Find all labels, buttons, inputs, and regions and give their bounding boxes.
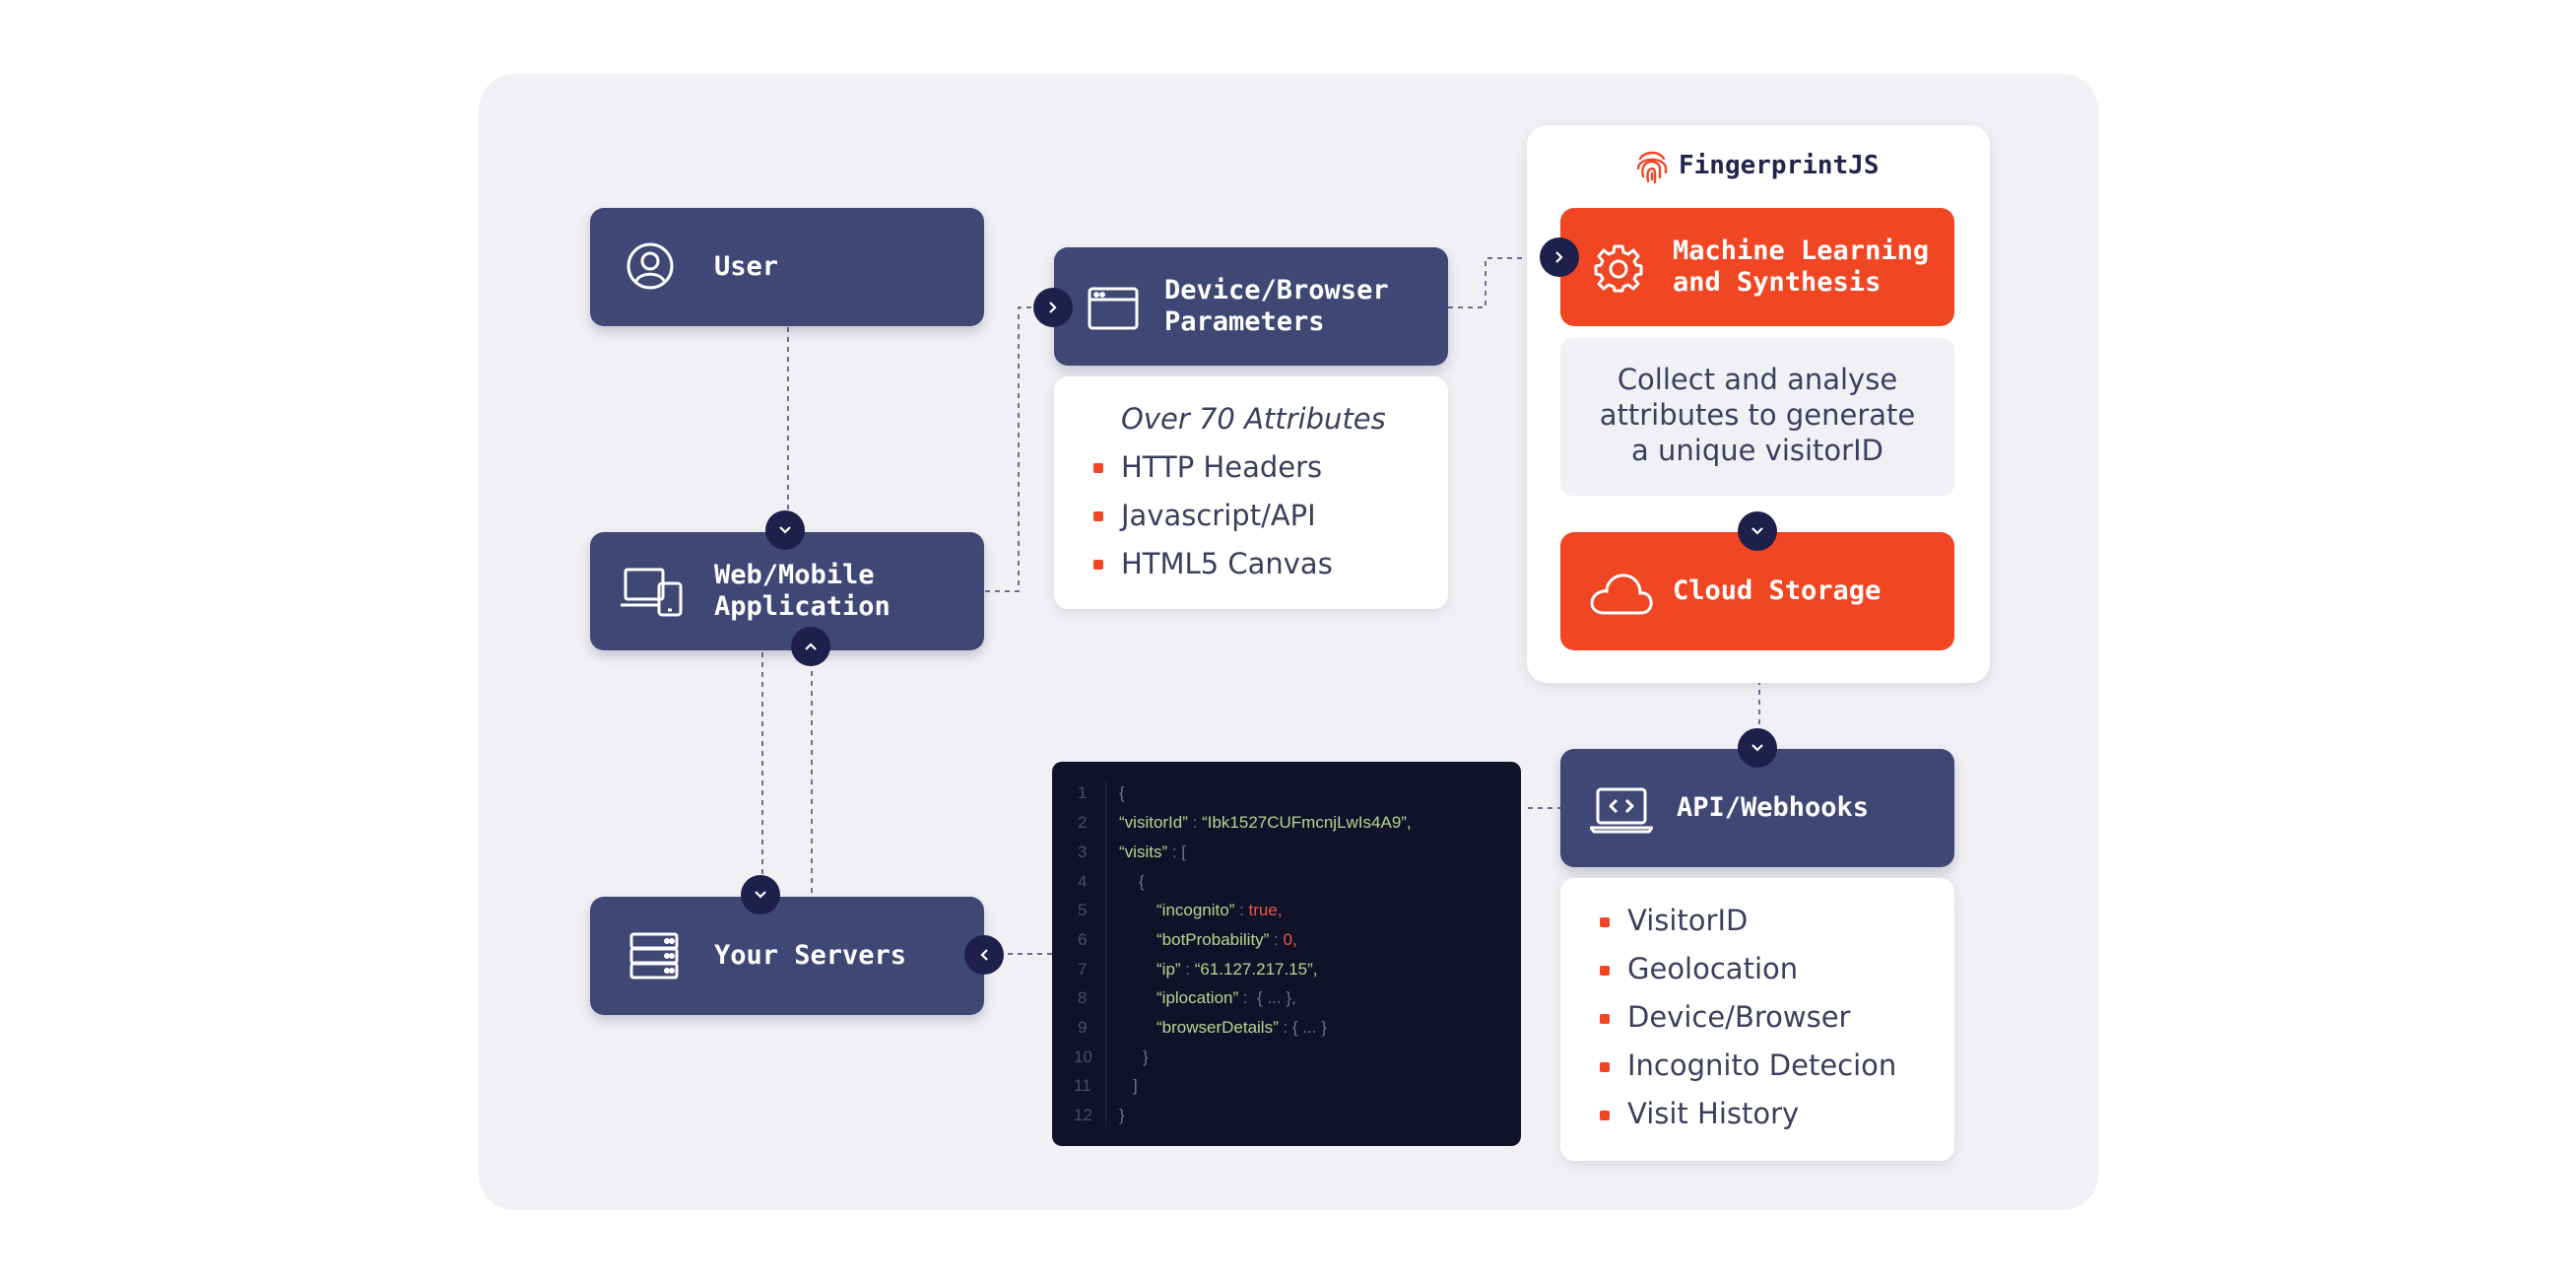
line-number: 10: [1074, 1047, 1092, 1066]
code-line-ip: “ip” : “61.127.217.15”,: [1156, 960, 1318, 980]
code-value: : [: [1167, 843, 1187, 861]
user-node: User: [590, 208, 984, 326]
line-number: 7: [1078, 960, 1088, 979]
bullet: [1600, 1111, 1610, 1120]
code-colon: :: [1234, 901, 1249, 919]
code-line-browserdetails: “browserDetails” : { ... }: [1156, 1018, 1327, 1038]
line-number: 9: [1078, 1018, 1088, 1037]
attribute-item: Javascript/API: [1121, 499, 1316, 532]
ml-node: Machine Learning and Synthesis: [1560, 208, 1954, 326]
api-output-item: Incognito Detecion: [1627, 1048, 1897, 1082]
user-icon: [626, 241, 675, 295]
server-icon: [629, 932, 679, 983]
chevron-right-icon: [1033, 288, 1073, 327]
code-bracket: ]: [1133, 1076, 1138, 1095]
fingerprint-icon: [1635, 149, 1669, 188]
device-params-label: Device/Browser Parameters: [1164, 275, 1389, 337]
web-app-node: Web/Mobile Application: [590, 532, 984, 650]
cloud-icon: [1590, 572, 1653, 619]
devices-icon: [620, 566, 683, 621]
bullet: [1093, 511, 1103, 521]
user-label: User: [714, 251, 779, 282]
code-key: “browserDetails”: [1156, 1018, 1279, 1037]
code-brace: }: [1143, 1047, 1149, 1066]
code-value: : { ... },: [1238, 988, 1296, 1007]
code-key: “ip”: [1156, 960, 1181, 979]
api-webhooks-label: API/Webhooks: [1677, 792, 1870, 823]
code-key: “iplocation”: [1156, 988, 1239, 1007]
code-line-incognito: “incognito” : true,: [1156, 901, 1283, 920]
bullet: [1600, 1062, 1610, 1072]
chevron-left-icon: [964, 935, 1004, 975]
code-value: “Ibk1527CUFmcnjLwIs4A9”,: [1202, 813, 1412, 832]
brand-name: FingerprintJS: [1679, 151, 1880, 180]
browser-window-icon: [1088, 287, 1139, 334]
ml-description: Collect and analyse attributes to genera…: [1599, 363, 1916, 467]
line-number: 11: [1074, 1076, 1091, 1095]
bullet: [1093, 463, 1103, 473]
code-key: “botProbability”: [1156, 930, 1270, 949]
line-number: 12: [1074, 1106, 1092, 1124]
bullet: [1600, 917, 1610, 927]
fingerprintjs-container: FingerprintJS Machine Learning and Synth…: [1527, 125, 1990, 683]
code-value: 0,: [1283, 930, 1297, 949]
json-response-code: 1 2 3 4 5 6 7 8 9 10 11 12 { “visitorId”…: [1052, 762, 1521, 1146]
line-number: 1: [1078, 783, 1088, 802]
code-line-visits: “visits” : [: [1119, 843, 1186, 862]
code-key: “visits”: [1119, 843, 1168, 861]
servers-label: Your Servers: [714, 940, 907, 971]
chevron-down-icon: [1738, 511, 1777, 551]
code-value: “61.127.217.15”,: [1194, 960, 1318, 979]
code-line-botprobability: “botProbability” : 0,: [1156, 930, 1297, 950]
code-key: “visitorId”: [1119, 813, 1188, 832]
chevron-down-icon: [1738, 728, 1777, 768]
line-number: 2: [1078, 813, 1088, 832]
chevron-down-icon: [765, 510, 805, 550]
bullet: [1600, 966, 1610, 976]
chevron-right-icon: [1540, 237, 1579, 277]
code-colon: :: [1180, 960, 1195, 979]
api-output-item: Visit History: [1627, 1097, 1800, 1130]
line-number: 3: [1078, 843, 1088, 861]
code-value: true,: [1248, 901, 1283, 919]
bullet: [1600, 1014, 1610, 1024]
code-colon: :: [1269, 930, 1284, 949]
code-key: “incognito”: [1156, 901, 1235, 919]
laptop-code-icon: [1589, 786, 1654, 838]
device-params-node: Device/Browser Parameters: [1054, 247, 1448, 366]
code-value: : { ... }: [1278, 1018, 1327, 1037]
line-app-to-device: [985, 306, 1042, 592]
api-output-item: Device/Browser: [1627, 1000, 1851, 1034]
attributes-title: Over 70 Attributes: [1121, 402, 1386, 436]
servers-node: Your Servers: [590, 897, 984, 1015]
chevron-down-icon: [741, 875, 780, 914]
api-webhooks-node: API/Webhooks: [1560, 749, 1954, 867]
line-number: 6: [1078, 930, 1088, 949]
ml-label: Machine Learning and Synthesis: [1673, 236, 1930, 298]
cloud-storage-node: Cloud Storage: [1560, 532, 1954, 650]
cloud-storage-label: Cloud Storage: [1673, 575, 1882, 606]
code-gutter-divider: [1105, 779, 1106, 1126]
code-brace: {: [1119, 783, 1125, 802]
code-colon: :: [1187, 813, 1203, 832]
line-number: 4: [1078, 872, 1088, 891]
api-outputs-card: VisitorID Geolocation Device/Browser Inc…: [1560, 878, 1954, 1161]
api-output-item: VisitorID: [1627, 904, 1749, 937]
api-output-item: Geolocation: [1627, 952, 1799, 985]
bullet: [1093, 560, 1103, 570]
code-brace: {: [1139, 872, 1145, 891]
attribute-item: HTTP Headers: [1121, 450, 1323, 484]
code-brace: }: [1119, 1106, 1125, 1124]
gear-icon: [1594, 243, 1643, 297]
attribute-item: HTML5 Canvas: [1121, 547, 1333, 580]
code-line-visitorid: “visitorId” : “Ibk1527CUFmcnjLwIs4A9”,: [1119, 813, 1412, 833]
attributes-card: Over 70 Attributes HTTP Headers Javascri…: [1054, 376, 1448, 609]
web-app-label: Web/Mobile Application: [714, 560, 891, 622]
line-number: 5: [1078, 901, 1088, 919]
line-device-to-ml: [1448, 257, 1547, 308]
line-number: 8: [1078, 988, 1088, 1007]
ml-description-box: Collect and analyse attributes to genera…: [1560, 338, 1954, 496]
code-line-iplocation: “iplocation” : { ... },: [1156, 988, 1296, 1008]
chevron-up-icon: [791, 627, 830, 666]
